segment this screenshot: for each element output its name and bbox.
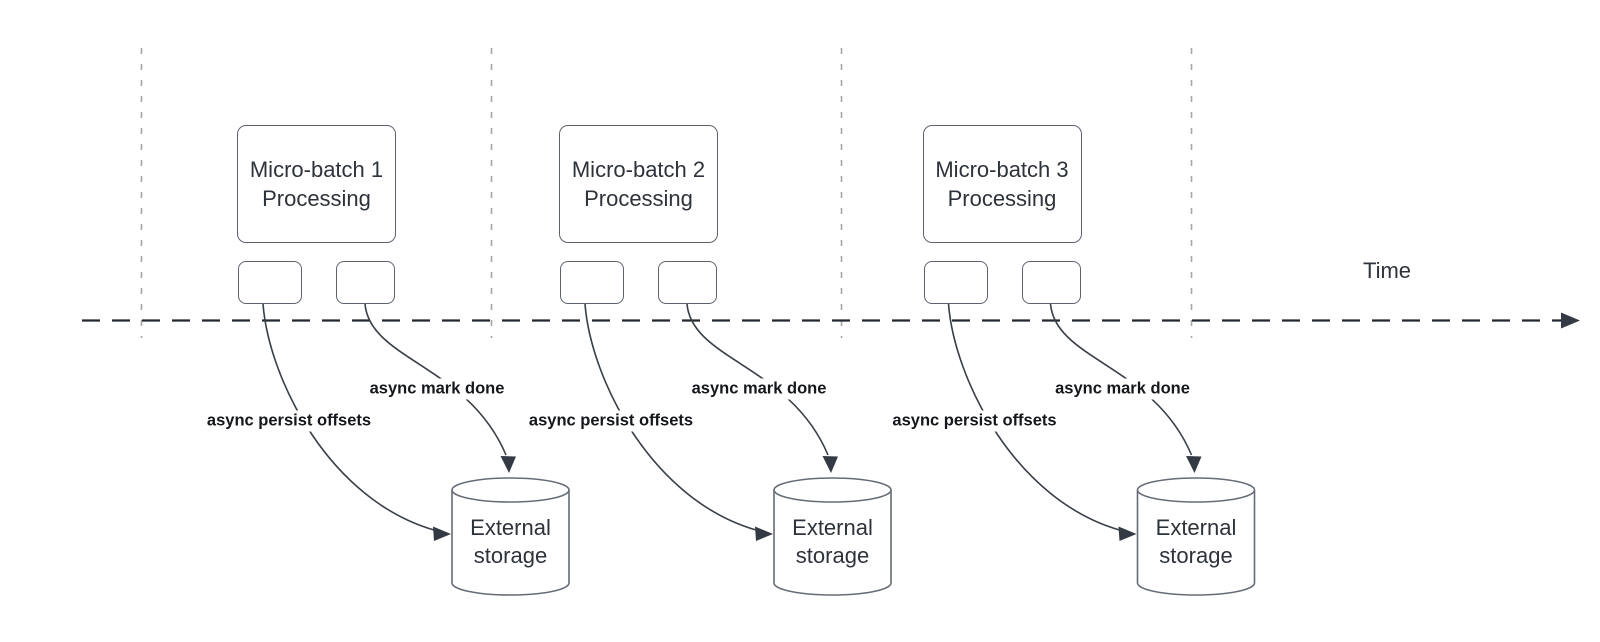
processing-box-title: Micro-batch 3 Processing	[935, 155, 1068, 213]
processing-box-title: Micro-batch 2 Processing	[572, 155, 705, 213]
async-persist-offsets-label: async persist offsets	[203, 410, 375, 432]
processing-box-title-line: Micro-batch 2	[571, 157, 706, 182]
mark-done-task-box	[658, 261, 717, 304]
external-storage-label-line: storage	[1159, 543, 1233, 568]
external-storage-label: External storage	[1138, 514, 1255, 570]
persist-offsets-task-box	[560, 261, 624, 304]
processing-box-title-line: Micro-batch 3	[935, 157, 1069, 182]
mark-done-task-box	[1021, 261, 1081, 304]
external-storage-label: External storage	[452, 514, 569, 570]
external-storage-label-line: External	[1155, 515, 1237, 540]
processing-box: Micro-batch 2 Processing	[559, 125, 718, 243]
processing-box-title-line: Processing	[262, 186, 371, 211]
processing-box-title-line: Micro-batch 1	[249, 157, 384, 182]
external-storage-label: External storage	[774, 514, 891, 570]
external-storage-label-line: External	[792, 515, 873, 540]
mark-done-task-box	[336, 261, 395, 304]
async-persist-offsets-label: async persist offsets	[889, 410, 1060, 432]
processing-box-title-line: Processing	[584, 186, 693, 211]
async-mark-done-label: async mark done	[366, 378, 508, 400]
persist-offsets-task-box	[238, 261, 302, 304]
time-axis-arrowhead-icon	[1561, 312, 1580, 329]
processing-box-title-line: Processing	[947, 186, 1057, 211]
processing-box: Micro-batch 3 Processing	[922, 125, 1082, 243]
async-persist-offsets-label: async persist offsets	[525, 410, 697, 432]
external-storage-label-line: storage	[795, 543, 870, 568]
external-storage-label-line: External	[470, 515, 551, 540]
processing-box: Micro-batch 1 Processing	[237, 125, 396, 243]
async-mark-done-label: async mark done	[1052, 378, 1193, 400]
persist-offsets-task-box	[923, 261, 988, 304]
async-mark-done-label: async mark done	[688, 378, 830, 400]
time-axis-label: Time	[1362, 258, 1412, 283]
external-storage-label-line: storage	[473, 543, 548, 568]
processing-box-title: Micro-batch 1 Processing	[250, 155, 383, 213]
